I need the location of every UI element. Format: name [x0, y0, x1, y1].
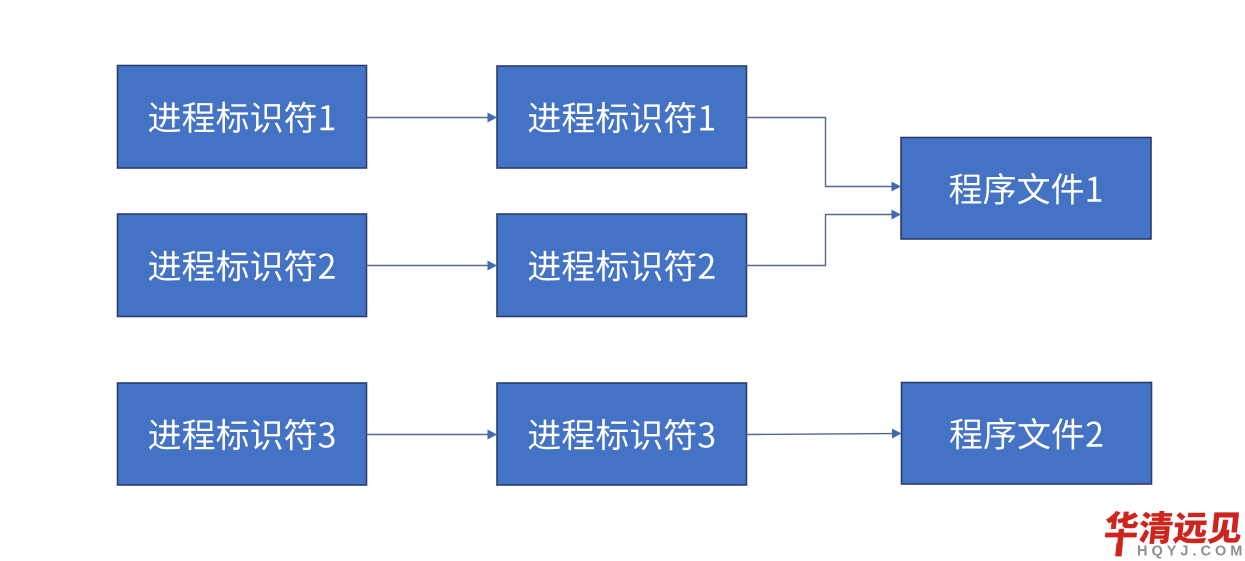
svg-text:HQYJ.COM: HQYJ.COM [1137, 544, 1245, 560]
